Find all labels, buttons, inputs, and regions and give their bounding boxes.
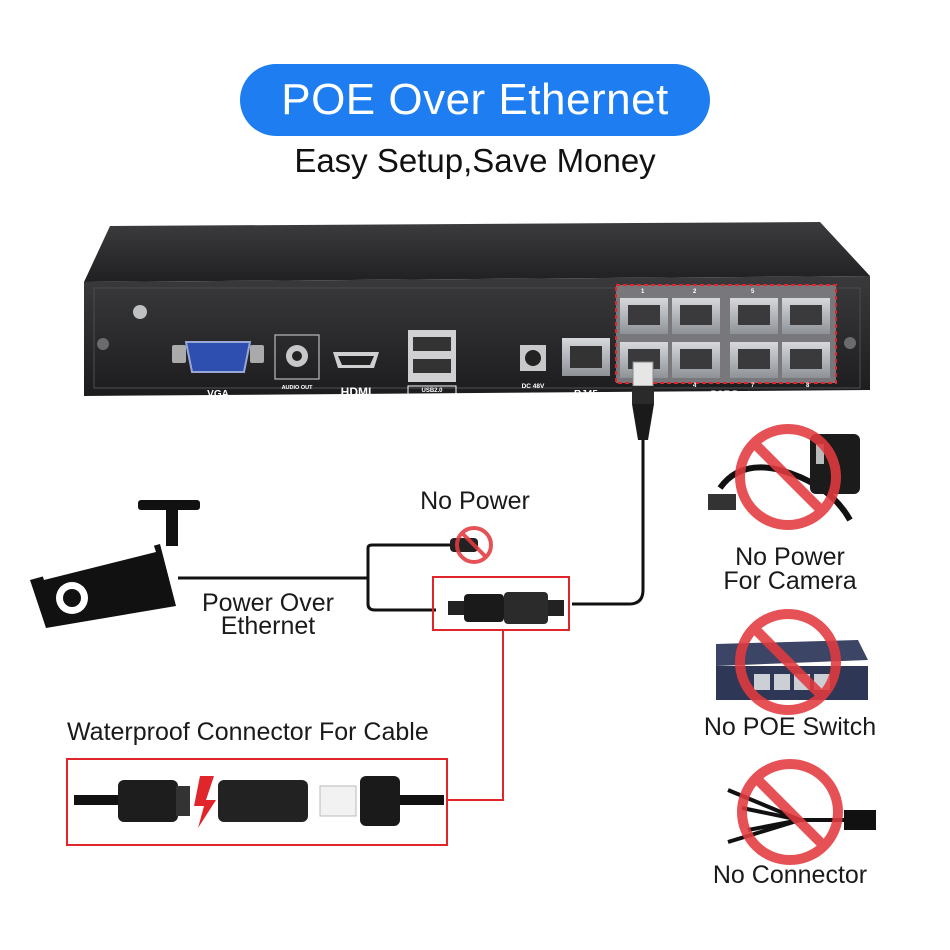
svg-text:1: 1 [641,289,645,295]
screw-icon [97,338,109,350]
waterproof-connector-small [432,576,570,631]
screw-icon [844,337,856,349]
hdmi-port [333,352,379,368]
svg-text:7: 7 [751,383,755,389]
rj45-label: RJ45 [574,389,598,400]
ethernet-cable [572,361,654,606]
rj45-port [562,338,610,376]
prohibited-icon [455,526,493,564]
vga-label: VGA [207,389,229,400]
no-power-label: No Power [420,487,530,515]
power-over-ethernet-label-1: Power Over [202,589,334,617]
svg-text:4: 4 [693,383,697,389]
waterproof-connector-label: Waterproof Connector For Cable [67,718,429,746]
dc-polarity-icon [523,392,543,400]
svg-text:8: 8 [806,383,810,389]
bullet-camera-icon [30,500,200,628]
nvr-device: VGA AUDIO OUT HDMI USB2.0 USB MOUSE DC 4… [84,222,870,402]
usb-label-2: USB MOUSE [414,395,450,401]
usb-label-1: USB2.0 [421,388,443,394]
svg-text:2: 2 [693,289,697,295]
prohibited-icon [735,424,841,530]
side-item-1-line2: For Camera [723,567,857,595]
poe-port-numbers: 1 2 4 5 7 8 [641,289,810,389]
ground-screw-icon [133,305,147,319]
side-item-1-line1: No Power [735,543,845,571]
subtitle: Easy Setup,Save Money [294,142,656,179]
power-over-ethernet-label-2: Ethernet [220,612,316,640]
dc-label: DC 48V [522,383,545,390]
usb-port [407,330,457,402]
vga-port [172,341,264,373]
audio-out-label: AUDIO OUT [282,385,314,391]
poe-ports-label: POE Ports [711,389,756,399]
prohibited-icon [735,609,841,715]
side-item-3-label: No Connector [712,861,868,889]
title-pill: POE Over Ethernet [240,64,710,136]
side-item-2-label: No POE Switch [703,713,877,741]
svg-text:5: 5 [751,289,755,295]
dc-power-port [520,345,546,371]
prohibited-icon [737,759,843,865]
hdmi-label: HDMI [341,385,372,399]
lightning-icon [194,776,216,828]
camera-cable [178,543,450,612]
waterproof-connector-enlarged [66,758,448,846]
audio-out-port [274,334,320,380]
